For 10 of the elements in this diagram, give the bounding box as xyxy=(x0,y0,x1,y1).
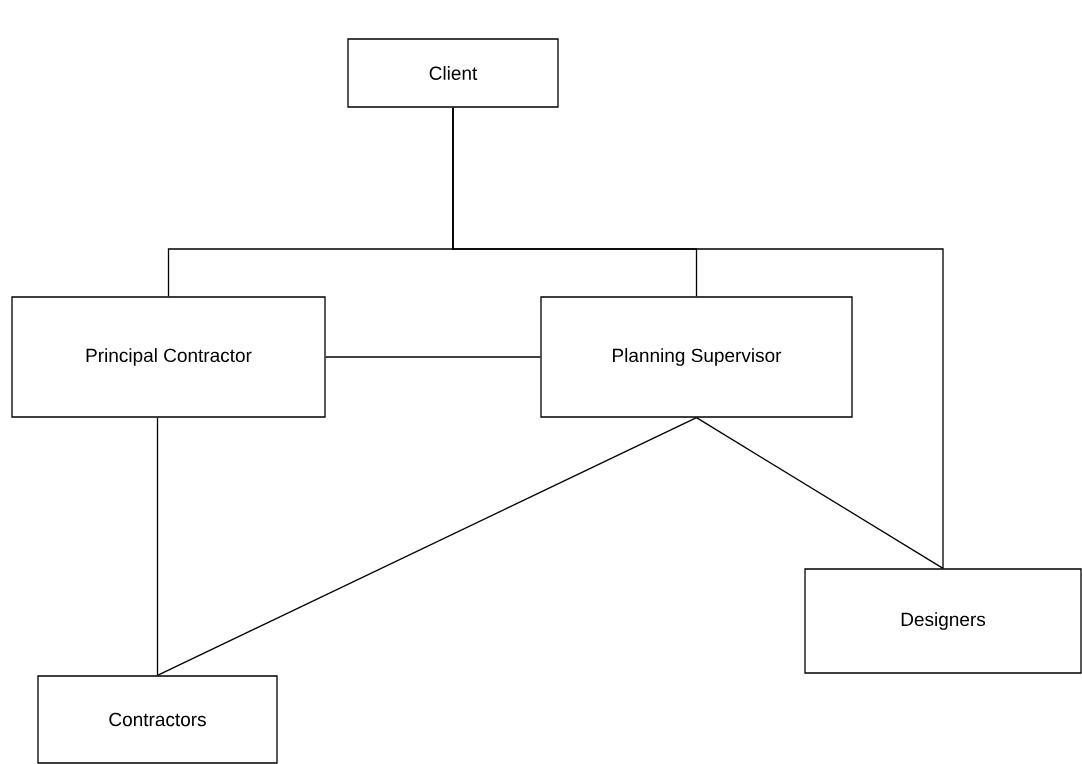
connector-line xyxy=(695,417,944,569)
role-box: Designers xyxy=(804,568,1082,674)
connector-line xyxy=(156,417,159,676)
role-box: Principal Contractor xyxy=(11,296,326,418)
connector-line xyxy=(452,107,944,569)
connector-line xyxy=(325,356,541,358)
role-box: Client xyxy=(347,38,559,108)
role-box: Contractors xyxy=(37,675,278,764)
connector-line xyxy=(156,417,698,676)
role-box: Planning Supervisor xyxy=(540,296,853,418)
